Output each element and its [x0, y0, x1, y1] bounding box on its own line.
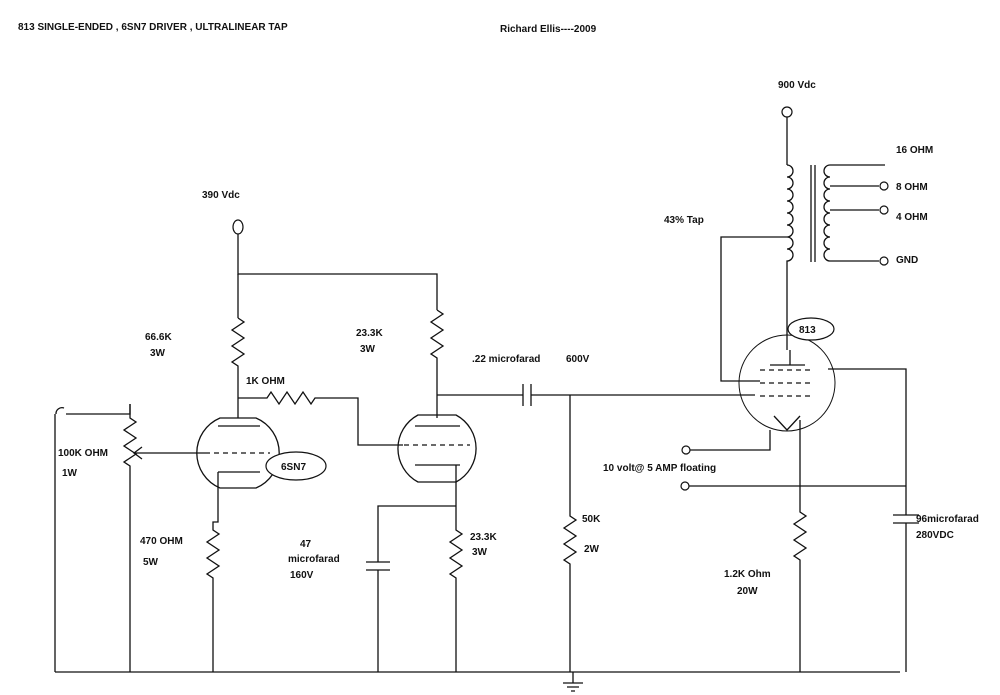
capacitor-96uf [828, 368, 919, 672]
resistor-50k [562, 395, 578, 672]
b-plus-390-label: 390 Vdc [202, 190, 240, 201]
output-transformer [786, 164, 885, 350]
tube-813-tag [787, 317, 835, 341]
tube-6sn7-label: 6SN7 [281, 462, 306, 473]
coupling-cap-voltage: 600V [566, 354, 590, 365]
resistor-23k-plate-value: 23.3K [356, 328, 383, 339]
pot-power: 1W [62, 468, 78, 479]
cap96-value: 96microfarad [916, 514, 979, 525]
resistor-470 [205, 488, 221, 672]
cap96-voltage: 280VDC [916, 530, 954, 541]
schematic-title: 813 SINGLE-ENDED , 6SN7 DRIVER , ULTRALI… [18, 22, 288, 33]
resistor-23k-plate-power: 3W [360, 344, 376, 355]
resistor-1k [238, 390, 403, 446]
input-jack [54, 404, 131, 672]
coupling-cap-value: .22 microfarad [472, 354, 540, 365]
resistor-50k-power: 2W [584, 544, 600, 555]
tube-6sn7-tag [265, 451, 327, 481]
resistor-66k-value: 66.6K [145, 332, 172, 343]
resistor-1-2k-power: 20W [737, 586, 758, 597]
ultralinear-tap-wire [720, 236, 787, 382]
resistor-1k-label: 1K OHM [246, 376, 285, 387]
b-plus-900-label: 900 Vdc [778, 80, 816, 91]
cap47-line3: 160V [290, 570, 314, 581]
resistor-50k-value: 50K [582, 514, 601, 525]
b-plus-390-terminal [232, 219, 438, 318]
b-plus-900-terminal [781, 106, 793, 165]
tap-label: 43% Tap [664, 215, 704, 226]
tube-813-label: 813 [799, 325, 816, 336]
ground-bus [55, 671, 900, 692]
resistor-23k-cathode-value: 23.3K [470, 532, 497, 543]
coupling-capacitor [437, 384, 755, 406]
potentiometer-100k [122, 404, 205, 672]
resistor-66k-power: 3W [150, 348, 166, 359]
resistor-23k-cathode-power: 3W [472, 547, 488, 558]
cap47-line1: 47 [300, 539, 312, 550]
resistor-470-power: 5W [143, 557, 159, 568]
tube-6sn7-right [397, 414, 477, 506]
heater-label: 10 volt@ 5 AMP floating [603, 463, 716, 474]
output-terminals [879, 181, 889, 266]
resistor-470-value: 470 OHM [140, 536, 183, 547]
out-4-label: 4 OHM [896, 212, 928, 223]
capacitor-47uf [366, 505, 456, 672]
resistor-23k-plate [429, 309, 445, 418]
out-8-label: 8 OHM [896, 182, 928, 193]
heater-terminals [680, 430, 906, 491]
out-16-label: 16 OHM [896, 145, 933, 156]
pot-value: 100K OHM [58, 448, 108, 459]
tube-6sn7-left [196, 417, 280, 489]
out-gnd-label: GND [896, 255, 918, 266]
schematic-author: Richard Ellis----2009 [500, 24, 597, 35]
resistor-1-2k-value: 1.2K Ohm [724, 569, 771, 580]
resistor-66k [230, 317, 246, 418]
resistor-1-2k [792, 420, 808, 672]
resistor-23k-cathode [448, 506, 464, 672]
cap47-line2: microfarad [288, 554, 340, 565]
